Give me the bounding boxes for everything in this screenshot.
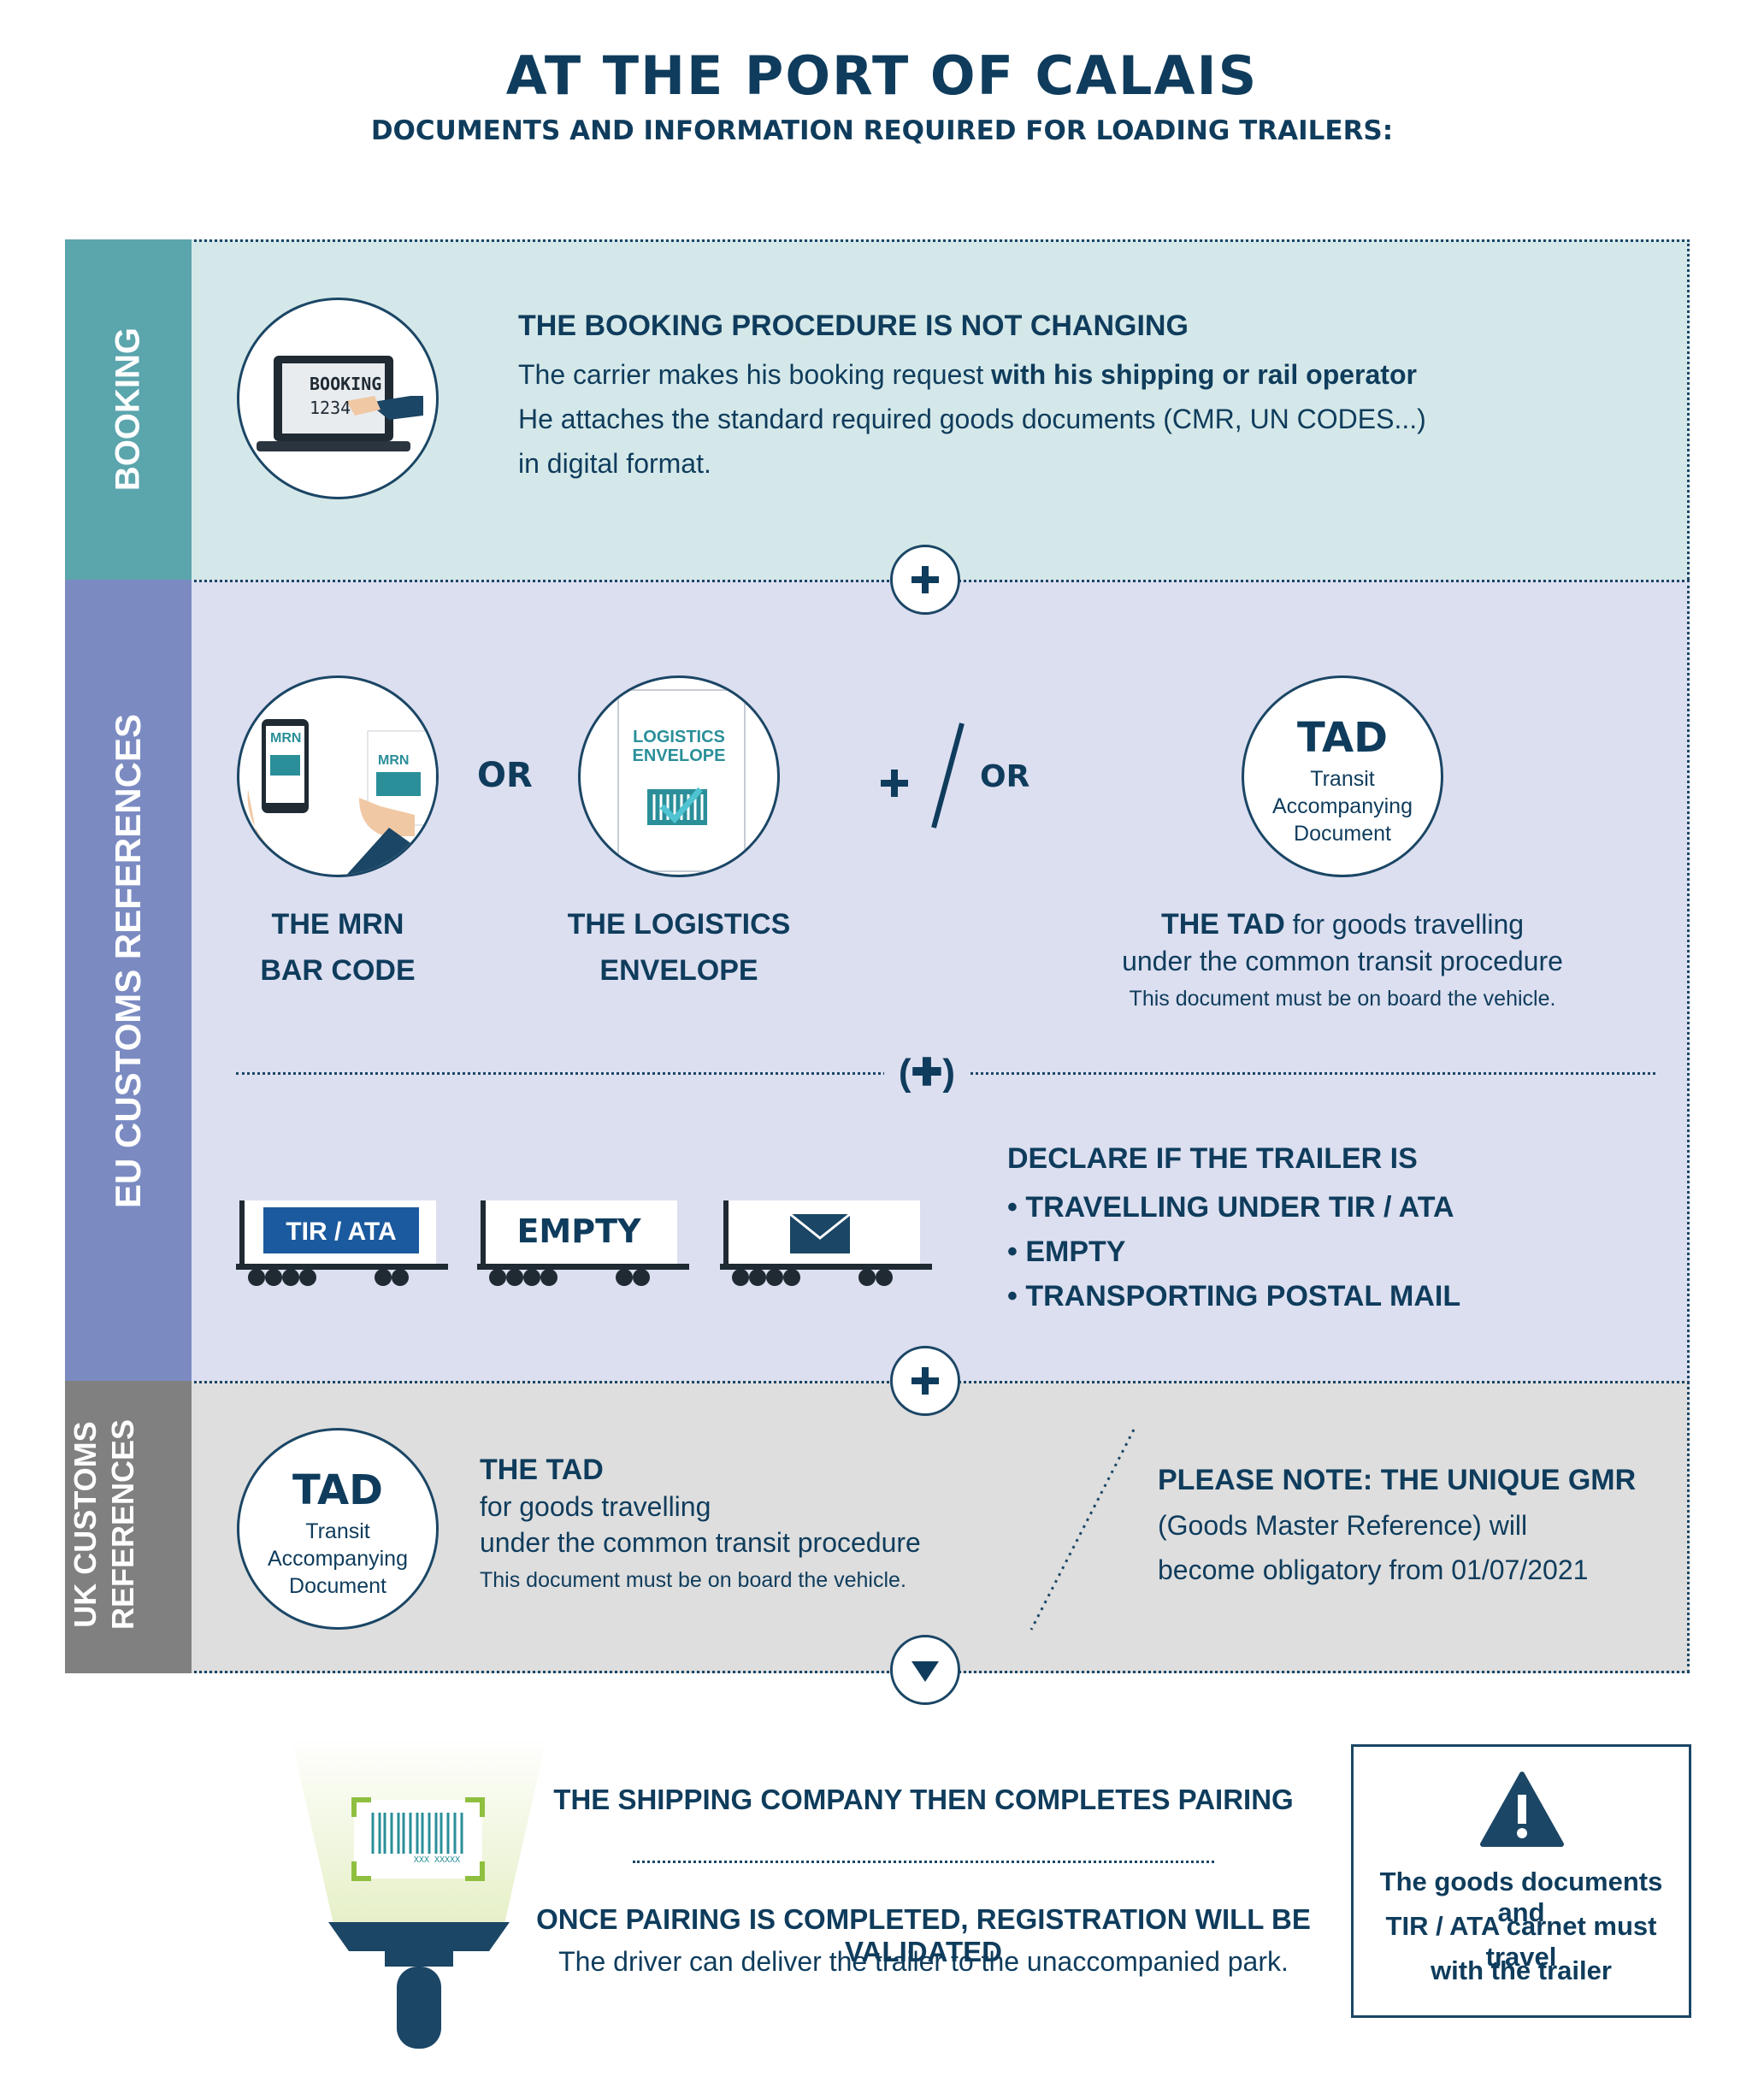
tad-sub-2-uk: Accompanying <box>268 1547 408 1571</box>
tad-caption-eu-1: THE TAD for goods travelling <box>1069 908 1616 941</box>
warning-box: The goods documents and TIR / ATA carnet… <box>1351 1744 1691 2018</box>
uk-sidebar-label-1: UK CUSTOMS <box>68 1421 103 1628</box>
trailer-empty-icon <box>477 1200 689 1286</box>
gmr-note-line-2: become obligatory from 01/07/2021 <box>1158 1554 1589 1585</box>
laptop-booking-icon <box>257 356 423 451</box>
tad-circle-uk: TAD Transit Accompanying Document <box>237 1428 439 1630</box>
screen-text-number: 1234 <box>310 398 351 418</box>
trailer-tir-ata-label: TIR / ATA <box>286 1218 397 1246</box>
logistics-envelope-icon <box>617 689 746 872</box>
optional-plus-icon: (✚) <box>898 1052 956 1094</box>
or-separator-2: OR <box>980 759 1030 794</box>
declare-item-1: • TRAVELLING UNDER TIR / ATA <box>1007 1191 1454 1224</box>
envelope-caption-2: ENVELOPE <box>599 954 758 987</box>
booking-heading: THE BOOKING PROCEDURE IS NOT CHANGING <box>518 310 1189 342</box>
envelope-title-1: LOGISTICS <box>633 728 725 746</box>
dotted-slash-divider <box>1029 1429 1136 1631</box>
or-separator-1: OR <box>477 756 533 795</box>
tad-sub-2-eu: Accompanying <box>1272 794 1413 818</box>
plus-connector-1 <box>890 545 960 615</box>
tad-sub-3-eu: Document <box>1294 822 1391 846</box>
tad-title-eu: TAD <box>1296 714 1388 762</box>
tad-caption-eu-rest: for goods travelling <box>1284 909 1525 940</box>
down-arrow-connector <box>890 1635 960 1705</box>
trailer-postal-mail-icon <box>720 1200 932 1286</box>
booking-line-1-b: with his shipping or rail operator <box>991 359 1417 390</box>
uk-sidebar <box>65 1381 192 1673</box>
screen-text-booking: BOOKING <box>310 374 382 394</box>
declare-item-2-text: EMPTY <box>1025 1236 1126 1268</box>
envelope-circle: LOGISTICS ENVELOPE <box>578 675 780 877</box>
uk-tad-line-1: for goods travelling <box>480 1491 711 1522</box>
pairing-divider <box>633 1861 1214 1863</box>
declare-heading: DECLARE IF THE TRAILER IS <box>1007 1142 1418 1175</box>
plus-slash-icon <box>881 723 965 829</box>
booking-sidebar-label: BOOKING <box>109 327 147 492</box>
tad-title-uk: TAD <box>292 1466 383 1514</box>
uk-tad-line-2: under the common transit procedure <box>480 1527 921 1558</box>
plus-connector-2 <box>890 1346 960 1416</box>
booking-sidebar <box>65 239 192 580</box>
pairing-text: THE SHIPPING COMPANY THEN COMPLETES PAIR… <box>553 1784 1294 1815</box>
page-title: AT THE PORT OF CALAIS <box>505 44 1259 107</box>
declare-item-3: • TRANSPORTING POSTAL MAIL <box>1007 1280 1461 1312</box>
booking-line-1-a: The carrier makes his booking request <box>518 359 992 390</box>
tad-circle-eu: TAD Transit Accompanying Document <box>1242 675 1443 877</box>
declare-item-3-text: TRANSPORTING POSTAL MAIL <box>1025 1280 1461 1312</box>
trailer-tir-ata-icon <box>236 1200 448 1286</box>
tad-sub-1-eu: Transit <box>1310 767 1375 791</box>
down-arrow-icon <box>911 1661 939 1682</box>
booking-laptop-circle: BOOKING 1234 <box>237 298 439 499</box>
declare-item-1-text: TRAVELLING UNDER TIR / ATA <box>1025 1191 1454 1224</box>
tad-sub-1-uk: Transit <box>305 1519 370 1543</box>
warning-line-1: The goods documents and <box>1379 1867 1663 1927</box>
tad-caption-eu-bold: THE TAD <box>1160 908 1285 941</box>
warning-line-2: TIR / ATA carnet must travel <box>1385 1911 1657 1972</box>
barcode-text: XXX XXXXX <box>413 1855 461 1865</box>
warning-line-3: with the trailer <box>1431 1955 1612 1985</box>
scanner-icon <box>291 1736 547 2049</box>
page-subtitle: DOCUMENTS AND INFORMATION REQUIRED FOR L… <box>370 115 1394 146</box>
declare-item-2: • EMPTY <box>1007 1236 1126 1268</box>
mrn-caption-1: THE MRN <box>271 908 404 941</box>
warning-icon <box>1480 1772 1564 1847</box>
uk-tad-heading: THE TAD <box>480 1454 604 1486</box>
deliver-text: The driver can deliver the trailer to th… <box>558 1946 1289 1977</box>
uk-tad-line-3: This document must be on board the vehic… <box>480 1568 906 1592</box>
booking-line-2: He attaches the standard required goods … <box>518 404 1426 434</box>
plus-icon <box>911 566 939 593</box>
booking-line-3: in digital format. <box>518 448 711 479</box>
eu-sidebar-label: EU CUSTOMS REFERENCES <box>108 714 148 1208</box>
envelope-caption-1: THE LOGISTICS <box>567 908 791 941</box>
tad-caption-eu-2: under the common transit procedure <box>1122 946 1563 976</box>
validated-text: ONCE PAIRING IS COMPLETED, REGISTRATION … <box>536 1903 1311 1967</box>
mrn-phone-icon <box>247 719 436 875</box>
envelope-title-2: ENVELOPE <box>632 746 726 765</box>
mrn-card-text: MRN <box>378 753 410 768</box>
gmr-note-line-1: (Goods Master Reference) will <box>1158 1510 1528 1541</box>
eu-sidebar <box>65 580 192 1383</box>
booking-line-1: The carrier makes his booking request wi… <box>518 352 1417 397</box>
mrn-circle: MRN MRN <box>237 675 439 877</box>
optional-plus-marker: (✚) <box>884 1050 970 1096</box>
mrn-phone-text: MRN <box>270 731 302 746</box>
tad-sub-3-uk: Document <box>289 1574 386 1598</box>
trailer-empty-label: EMPTY <box>516 1212 641 1250</box>
tad-caption-eu-3: This document must be on board the vehic… <box>1129 987 1556 1011</box>
uk-sidebar-label-2: REFERENCES <box>105 1418 140 1631</box>
gmr-note-heading: PLEASE NOTE: THE UNIQUE GMR <box>1158 1464 1637 1496</box>
mrn-caption-2: BAR CODE <box>260 954 416 987</box>
plus-icon <box>911 1367 939 1395</box>
